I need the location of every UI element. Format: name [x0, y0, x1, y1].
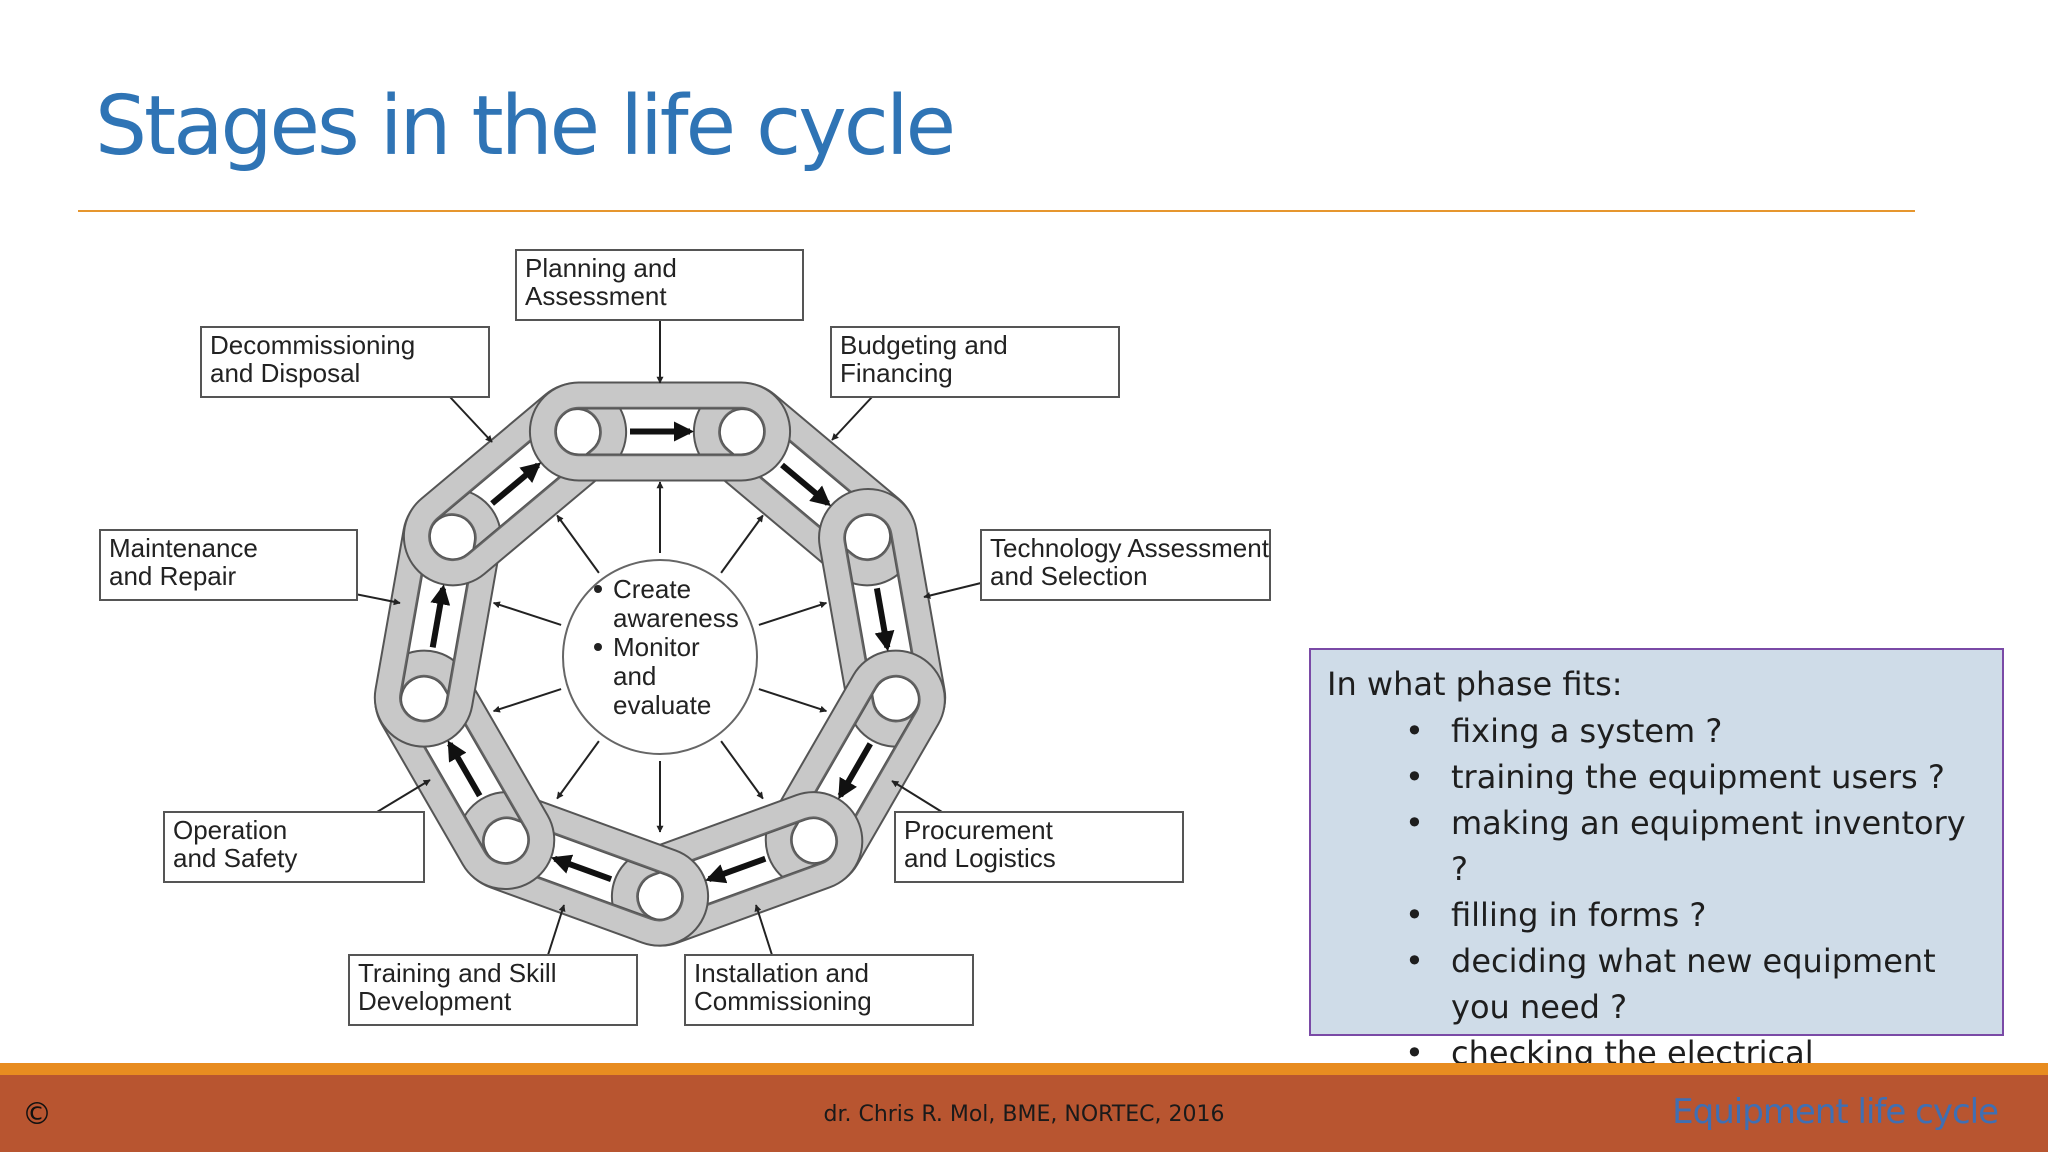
stage-label: Decommissioning [210, 330, 415, 360]
stage-label: Assessment [525, 281, 667, 311]
question-item: fixing a system ? [1327, 708, 1986, 754]
center-line: Create [613, 574, 691, 604]
slide-title: Stages in the life cycle [95, 79, 956, 174]
stage-label: Procurement [904, 815, 1054, 845]
question-list: fixing a system ? training the equipment… [1327, 708, 1986, 1122]
stage-frame [830, 326, 1120, 398]
stage-arrow [891, 780, 943, 813]
cycle-arrow [705, 855, 767, 884]
question-item: making an equipment inventory ? [1327, 800, 1986, 892]
stage-frame [163, 811, 425, 883]
chain-ring [373, 381, 947, 947]
center-bullet [594, 585, 602, 593]
stage-label: and Selection [990, 561, 1148, 591]
stage-label: Maintenance [109, 533, 258, 563]
center-bullet [594, 643, 602, 651]
spoke-arrow [556, 514, 600, 574]
question-box: In what phase fits: fixing a system ? tr… [1309, 648, 2004, 1118]
stage-label: Financing [840, 358, 953, 388]
cycle-arrow [490, 462, 542, 506]
cycle-arrow [873, 587, 895, 652]
question-intro: In what phase fits: [1327, 665, 1623, 703]
cycle-arrow [429, 584, 451, 648]
stage-frame [348, 954, 638, 1026]
cycle-flow-arrows [429, 421, 895, 884]
cycle-arrow [837, 742, 873, 800]
footer-topic: Equipment life cycle [1672, 1092, 1999, 1132]
stage-label: Budgeting and [840, 330, 1008, 360]
center-circle [562, 559, 758, 755]
spoke-arrow [758, 601, 828, 626]
cycle-arrow [780, 462, 831, 507]
spoke-arrow [720, 740, 764, 800]
stage-arrow [831, 396, 873, 441]
cycle-arrow [550, 854, 613, 883]
stage-label: Training and Skill [358, 958, 556, 988]
stage-frame [99, 529, 358, 601]
chain-link [528, 381, 792, 482]
spoke-arrow [720, 514, 764, 574]
stage-arrow [754, 904, 773, 956]
title-divider [78, 210, 1915, 212]
stage-arrow [923, 582, 982, 599]
stage-frame [684, 954, 974, 1026]
stage-label: and Disposal [210, 358, 360, 388]
stage-label: and Logistics [904, 843, 1056, 873]
stage-frame [200, 326, 490, 398]
question-item: training the equipment users ? [1327, 754, 1986, 800]
question-item: deciding what new equipment you need ? [1327, 938, 1986, 1030]
cycle-arrow [447, 740, 483, 798]
footer-credit: dr. Chris R. Mol, BME, NORTEC, 2016 [823, 1102, 1225, 1127]
stage-arrow [376, 779, 431, 813]
spoke-arrow [492, 601, 562, 626]
stage-label: Technology Assessment [990, 533, 1270, 563]
stage-label: Planning and [525, 253, 677, 283]
spoke-arrow [492, 688, 562, 713]
stage-label: Installation and [694, 958, 869, 988]
stage-frame [894, 811, 1184, 883]
stage-frame [515, 249, 804, 321]
spoke-arrow [556, 740, 600, 800]
question-item: filling in forms ? [1327, 892, 1986, 938]
stage-label: Operation [173, 815, 287, 845]
center-line: Monitor [613, 632, 700, 662]
stage-frame [980, 529, 1271, 601]
footer-stripe [0, 1063, 2048, 1075]
stage-arrow [449, 396, 493, 443]
stage-label: and Repair [109, 561, 237, 591]
stage-label: Development [358, 986, 512, 1016]
stage-label: and Safety [173, 843, 297, 873]
footer-bar [0, 1075, 2048, 1152]
copyright-symbol: © [22, 1097, 52, 1132]
center-line: evaluate [613, 690, 711, 720]
center-spokes [492, 481, 828, 833]
stage-arrow [547, 904, 566, 956]
center-line: and [613, 661, 656, 691]
spoke-arrow [758, 688, 828, 713]
center-line: awareness [613, 603, 739, 633]
stage-label: Commissioning [694, 986, 872, 1016]
